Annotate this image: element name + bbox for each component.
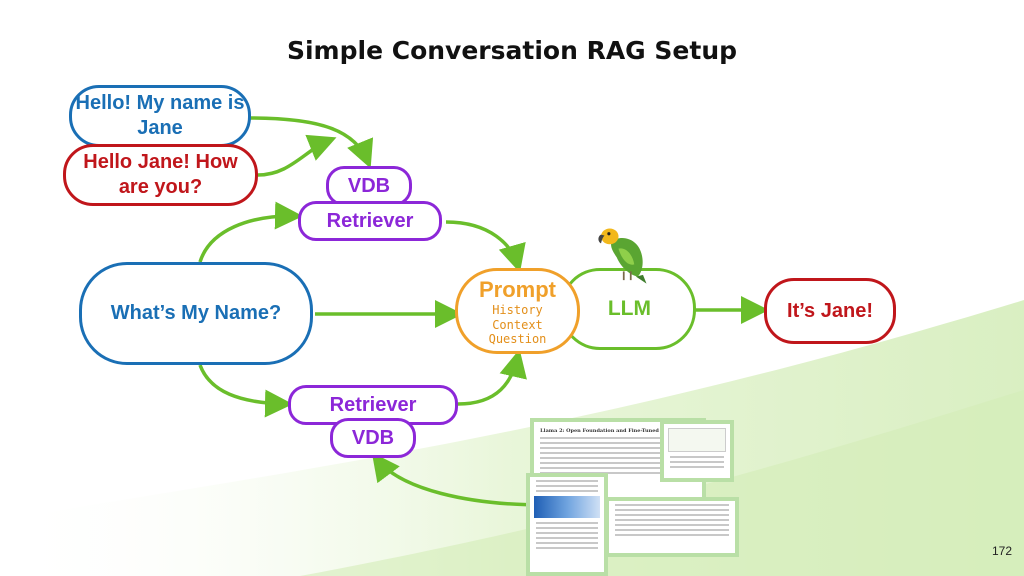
prompt-node: Prompt History Context Question bbox=[455, 268, 580, 354]
document-title: Llama 2: Open Foundation and Fine-Tuned … bbox=[540, 428, 696, 434]
page-number: 172 bbox=[991, 544, 1012, 558]
retriever-top-label: Retriever bbox=[326, 209, 414, 232]
arrow-question-to-retriever-top bbox=[198, 201, 303, 263]
answer-node: It’s Jane! bbox=[764, 278, 896, 344]
llm-label: LLM bbox=[607, 296, 651, 320]
vdb-bottom-label: VDB bbox=[351, 426, 395, 449]
prompt-item-context: Context bbox=[492, 317, 543, 332]
vdb-top: VDB bbox=[326, 166, 412, 206]
retriever-top: Retriever bbox=[298, 201, 442, 241]
arrow-retriever-top-to-prompt bbox=[445, 220, 526, 273]
document-page-front bbox=[526, 473, 608, 576]
prompt-item-history: History bbox=[492, 303, 543, 318]
document-page-right bbox=[660, 420, 734, 482]
history-user-message-text: Hello! My name is Jane bbox=[75, 92, 245, 139]
prompt-item-question: Question bbox=[488, 331, 547, 346]
arrow-question-to-retriever-bottom bbox=[198, 364, 293, 418]
slide-title: Simple Conversation RAG Setup bbox=[286, 36, 738, 65]
history-assistant-message: Hello Jane! How are you? bbox=[63, 144, 258, 206]
vdb-top-label: VDB bbox=[347, 174, 391, 197]
history-assistant-message-text: Hello Jane! How are you? bbox=[83, 151, 238, 198]
question-text: What’s My Name? bbox=[110, 302, 282, 324]
arrow-document-to-vdb bbox=[371, 452, 546, 507]
retriever-bottom-label: Retriever bbox=[329, 393, 417, 416]
document-page-middle bbox=[605, 497, 739, 557]
arrow-history-to-vdb bbox=[249, 116, 374, 169]
arrow-reply-to-history bbox=[257, 134, 337, 177]
arrow-retriever-bottom-to-prompt bbox=[457, 349, 527, 406]
history-user-message: Hello! My name is Jane bbox=[69, 85, 251, 147]
prompt-label: Prompt bbox=[479, 276, 556, 302]
question-node: What’s My Name? bbox=[79, 262, 313, 365]
parrot-icon bbox=[598, 228, 647, 284]
vdb-bottom: VDB bbox=[330, 418, 416, 458]
answer-text: It’s Jane! bbox=[787, 299, 873, 322]
